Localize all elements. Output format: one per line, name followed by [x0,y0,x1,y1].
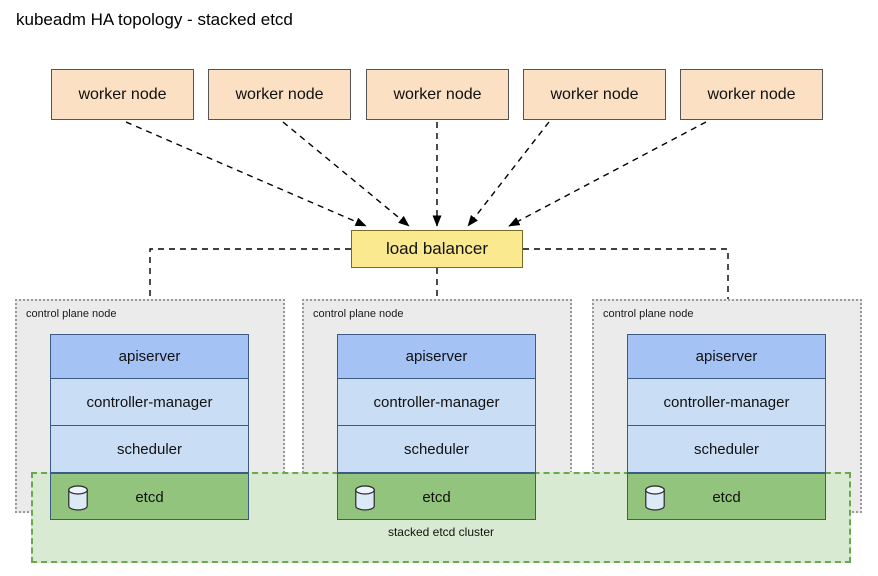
lb-to-cp-1 [149,248,351,356]
component-scheduler[interactable]: scheduler [628,426,825,473]
component-stack-2: apiserver controller-manager scheduler e… [337,334,536,520]
worker-node-2[interactable]: worker node [208,69,351,120]
database-cylinder-icon [355,485,375,511]
stacked-etcd-cluster-label: stacked etcd cluster [387,525,495,539]
worker-node-5[interactable]: worker node [680,69,823,120]
worker-5-to-lb [508,121,707,227]
component-stack-3: apiserver controller-manager scheduler e… [627,334,826,520]
component-label: scheduler [116,440,183,458]
control-plane-node-label: control plane node [313,308,404,320]
component-label: etcd [712,489,741,506]
database-cylinder-icon [645,485,665,511]
component-label: scheduler [693,440,760,458]
component-label: etcd [135,489,164,506]
component-label: controller-manager [86,393,213,411]
component-apiserver[interactable]: apiserver [51,335,248,379]
control-plane-node-label: control plane node [603,308,694,320]
page-title: kubeadm HA topology - stacked etcd [16,10,293,29]
component-label: etcd [422,489,451,506]
component-scheduler[interactable]: scheduler [51,426,248,473]
worker-4-to-lb [467,121,550,227]
component-controller-manager[interactable]: controller-manager [51,379,248,426]
component-label: apiserver [405,348,468,365]
component-apiserver[interactable]: apiserver [338,335,535,379]
worker-node-label: worker node [393,85,482,103]
worker-node-label: worker node [707,85,796,103]
load-balancer-node[interactable]: load balancer [351,230,523,268]
component-controller-manager[interactable]: controller-manager [338,379,535,426]
component-etcd[interactable]: etcd [51,473,248,519]
worker-to-lb-connectors [125,121,707,227]
component-scheduler[interactable]: scheduler [338,426,535,473]
component-apiserver[interactable]: apiserver [628,335,825,379]
component-stack-1: apiserver controller-manager scheduler e… [50,334,249,520]
worker-node-1[interactable]: worker node [51,69,194,120]
load-balancer-label: load balancer [385,239,489,258]
worker-node-label: worker node [235,85,324,103]
worker-node-3[interactable]: worker node [366,69,509,120]
worker-node-4[interactable]: worker node [523,69,666,120]
worker-node-label: worker node [78,85,167,103]
component-label: apiserver [118,348,181,365]
component-etcd[interactable]: etcd [338,473,535,519]
component-label: scheduler [403,440,470,458]
component-label: apiserver [695,348,758,365]
worker-2-to-lb [282,121,410,227]
component-label: controller-manager [373,393,500,411]
worker-1-to-lb [125,121,367,227]
database-cylinder-icon [68,485,88,511]
worker-node-label: worker node [550,85,639,103]
control-plane-node-label: control plane node [26,308,117,320]
component-label: controller-manager [663,393,790,411]
component-etcd[interactable]: etcd [628,473,825,519]
component-controller-manager[interactable]: controller-manager [628,379,825,426]
